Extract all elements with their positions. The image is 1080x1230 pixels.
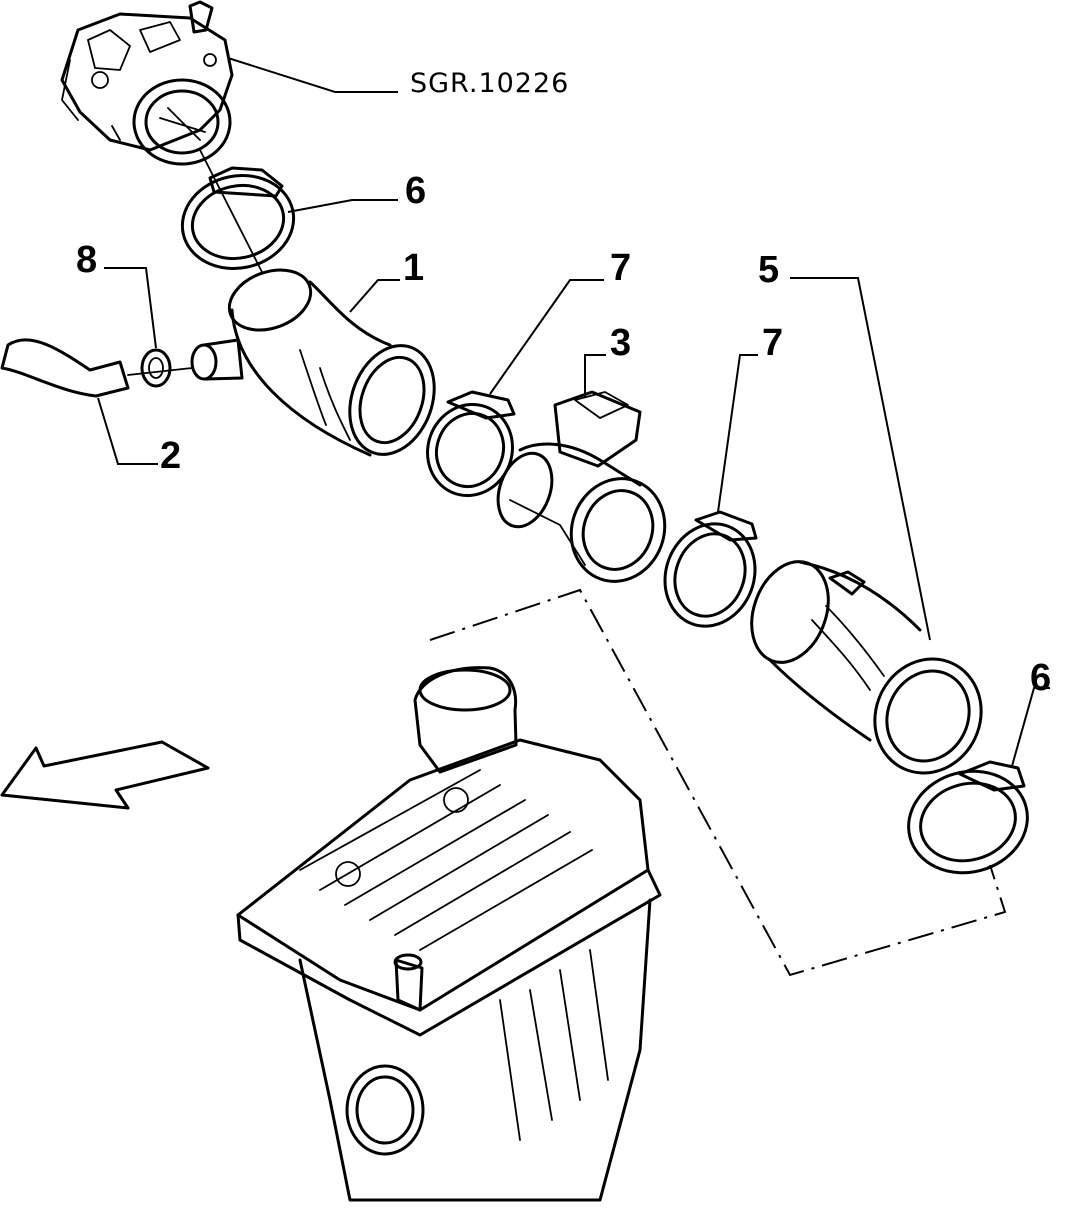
air-filter-housing [236, 666, 662, 1202]
leader-7a [489, 279, 604, 395]
assembly-outline [429, 588, 1007, 977]
hose-clamp-top [180, 166, 296, 270]
callout-7-first: 7 [610, 247, 631, 289]
direction-arrow-icon [0, 740, 210, 810]
small-clamp [140, 348, 172, 388]
throttle-body [60, 0, 234, 166]
callout-6-bottom: 6 [1030, 657, 1051, 699]
leader-5 [790, 277, 931, 641]
axis-line-top [199, 149, 263, 273]
hose-nipple [190, 338, 244, 381]
intake-hose-5 [750, 560, 983, 775]
reference-code: SGR.10226 [410, 68, 569, 99]
leader-3 [584, 354, 606, 398]
leader-ref [227, 57, 398, 93]
callout-8: 8 [76, 239, 97, 281]
leader-6a [287, 199, 398, 213]
leader-6b [1011, 687, 1050, 767]
axis-line-hose [127, 367, 193, 376]
intake-hose-1 [227, 268, 436, 457]
hose-clamp-bottom [907, 760, 1029, 875]
hose-clamp-7b [663, 510, 758, 628]
callout-7-second: 7 [762, 322, 783, 364]
callout-1: 1 [403, 247, 424, 289]
leader-2 [97, 397, 158, 465]
callout-5: 5 [758, 249, 779, 291]
callout-2: 2 [160, 435, 181, 477]
leader-1 [349, 279, 400, 313]
callout-3: 3 [610, 322, 631, 364]
leader-8 [104, 267, 157, 349]
breather-hose [0, 338, 130, 398]
leader-7b [717, 354, 758, 513]
callout-6-top: 6 [405, 170, 426, 212]
air-mass-sensor [496, 390, 667, 583]
